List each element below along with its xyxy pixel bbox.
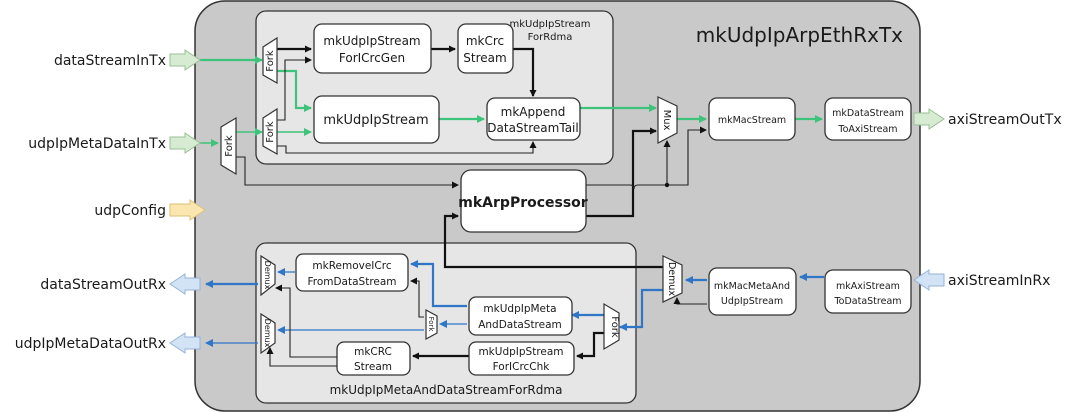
svg-text:Fork: Fork [427, 317, 435, 333]
rx-demux-2: Demux [260, 312, 276, 355]
port-data-stream-in-tx[interactable]: dataStreamInTx [54, 49, 201, 71]
wire-metafork-arp [236, 156, 459, 189]
svg-text:mkAxiStream: mkAxiStream [836, 281, 900, 292]
block-udp-ip-stream[interactable]: mkUdpIpStream [313, 95, 440, 144]
rx-submodule-title: mkUdpIpMetaAndDataStreamForRdma [330, 383, 563, 397]
tx-fork-1: Fork [262, 36, 278, 85]
port-arrow-icon [913, 269, 945, 291]
svg-text:FromDataStream: FromDataStream [307, 276, 396, 288]
wire-arp-mux [586, 127, 657, 218]
port-axi-stream-in-rx[interactable]: axiStreamInRx [913, 269, 1050, 291]
svg-text:udpIpMetaDataOutRx: udpIpMetaDataOutRx [15, 336, 166, 352]
wire-crc-demux2 [266, 347, 337, 367]
svg-text:mkDataStream: mkDataStream [832, 108, 904, 119]
port-arrow-icon [169, 273, 201, 295]
block-arp-processor[interactable]: mkArpProcessor [458, 169, 588, 233]
wire-rxfork-icrcchk [576, 331, 604, 360]
svg-text:axiStreamInRx: axiStreamInRx [948, 273, 1050, 289]
block-remove-icrc[interactable]: mkRemoveICrc FromDataStream [295, 253, 409, 292]
svg-text:mkMacMetaAnd: mkMacMetaAnd [714, 281, 790, 292]
port-udp-config[interactable]: udpConfig [94, 199, 206, 221]
port-udp-ip-meta-in-tx[interactable]: udpIpMetaDataInTx [28, 132, 201, 154]
wire-smallfork-remove [410, 277, 424, 318]
svg-text:axiStreamOutTx: axiStreamOutTx [948, 112, 1062, 128]
wire-crc-append [513, 47, 537, 97]
svg-text:Demux: Demux [666, 262, 677, 296]
block-crc-stream[interactable]: mkCrc Stream [457, 23, 514, 74]
svg-text:mkArpProcessor: mkArpProcessor [458, 195, 588, 211]
svg-text:Fork: Fork [224, 135, 235, 157]
wire-fork2-append [277, 141, 537, 154]
rx-fork-small: Fork [425, 308, 438, 341]
wire-crc-demux1 [275, 284, 337, 358]
svg-text:mkUdpIpStream: mkUdpIpStream [323, 113, 428, 128]
meta-fork: Fork [220, 116, 237, 176]
port-udp-ip-meta-out-rx[interactable]: udpIpMetaDataOutRx [15, 332, 201, 354]
port-arrow-icon [169, 332, 201, 354]
port-data-stream-out-rx[interactable]: dataStreamOutRx [40, 273, 201, 295]
wire-macmeta-demux-sel [673, 297, 707, 305]
svg-text:mkUdpIpMeta: mkUdpIpMeta [483, 303, 556, 315]
rx-demux-top: Demux [662, 255, 683, 303]
wire-arp-mac [586, 126, 707, 190]
outer-module-title: mkUdpIpArpEthRxTx [696, 23, 903, 47]
svg-text:Fork: Fork [265, 50, 276, 72]
svg-text:Stream: Stream [354, 361, 392, 373]
svg-text:Demux: Demux [263, 261, 272, 290]
svg-text:mkAppend: mkAppend [501, 105, 566, 119]
svg-text:ToAxiStream: ToAxiStream [837, 124, 897, 135]
svg-text:mkUdpIpStream: mkUdpIpStream [323, 34, 420, 48]
port-arrow-icon [169, 199, 206, 221]
svg-text:ToDataStream: ToDataStream [833, 296, 901, 307]
svg-text:UdpIpStream: UdpIpStream [721, 296, 783, 307]
port-arrow-icon [913, 108, 945, 130]
block-icrc-chk[interactable]: mkUdpIpStream ForICrcChk [468, 341, 575, 376]
svg-text:Demux: Demux [263, 319, 272, 348]
port-arrow-icon [169, 49, 201, 71]
svg-text:AndDataStream: AndDataStream [478, 319, 562, 331]
wire-demux-arp [443, 212, 663, 269]
wire-meta-remove [410, 260, 467, 308]
tx-mux: Mux [657, 96, 678, 144]
svg-text:mkMacStream: mkMacStream [718, 115, 786, 126]
svg-text:mkRemoveICrc: mkRemoveICrc [312, 260, 391, 272]
wire-demux-rxfork [619, 288, 665, 331]
port-arrow-icon [169, 132, 201, 154]
tx-submodule-title-2: ForRdma [528, 32, 573, 43]
svg-text:mkCrc: mkCrc [466, 34, 504, 48]
tx-submodule-title-1: mkUdpIpStream [509, 19, 590, 30]
rx-fork-main: Fork [603, 302, 620, 351]
block-mac-meta[interactable]: mkMacMetaAnd UdpIpStream [708, 267, 797, 316]
tx-fork-2: Fork [262, 107, 278, 156]
block-rx-crc-stream[interactable]: mkCRC Stream [336, 341, 411, 376]
wire-fork1-udpip [277, 69, 312, 112]
svg-text:ForICrcGen: ForICrcGen [339, 51, 405, 65]
rx-demux-1: Demux [260, 254, 276, 297]
block-mac-stream[interactable]: mkMacStream [708, 97, 796, 141]
block-append-tail[interactable]: mkAppend DataStreamTail [486, 97, 581, 141]
block-axi-to-data[interactable]: mkAxiStream ToDataStream [824, 269, 912, 314]
svg-text:ForICrcChk: ForICrcChk [493, 361, 551, 373]
svg-text:dataStreamOutRx: dataStreamOutRx [40, 277, 166, 293]
wire-fork2-icrcgen [277, 56, 312, 121]
svg-text:Fork: Fork [265, 121, 276, 143]
svg-text:dataStreamInTx: dataStreamInTx [54, 53, 166, 69]
port-axi-stream-out-tx[interactable]: axiStreamOutTx [913, 108, 1062, 130]
svg-text:Stream: Stream [463, 51, 506, 65]
svg-text:mkCRC: mkCRC [354, 346, 392, 358]
svg-text:udpIpMetaDataInTx: udpIpMetaDataInTx [28, 136, 166, 152]
svg-text:mkUdpIpStream: mkUdpIpStream [478, 346, 563, 358]
junction-dot [664, 182, 670, 188]
block-meta-and-data[interactable]: mkUdpIpMeta AndDataStream [468, 296, 573, 336]
block-to-axi-stream[interactable]: mkDataStream ToAxiStream [824, 97, 912, 141]
svg-text:udpConfig: udpConfig [94, 203, 166, 219]
svg-text:Fork: Fork [609, 316, 620, 338]
block-icrc-gen[interactable]: mkUdpIpStream ForICrcGen [313, 23, 432, 74]
svg-text:DataStreamTail: DataStreamTail [487, 121, 578, 135]
svg-text:Mux: Mux [661, 110, 672, 131]
